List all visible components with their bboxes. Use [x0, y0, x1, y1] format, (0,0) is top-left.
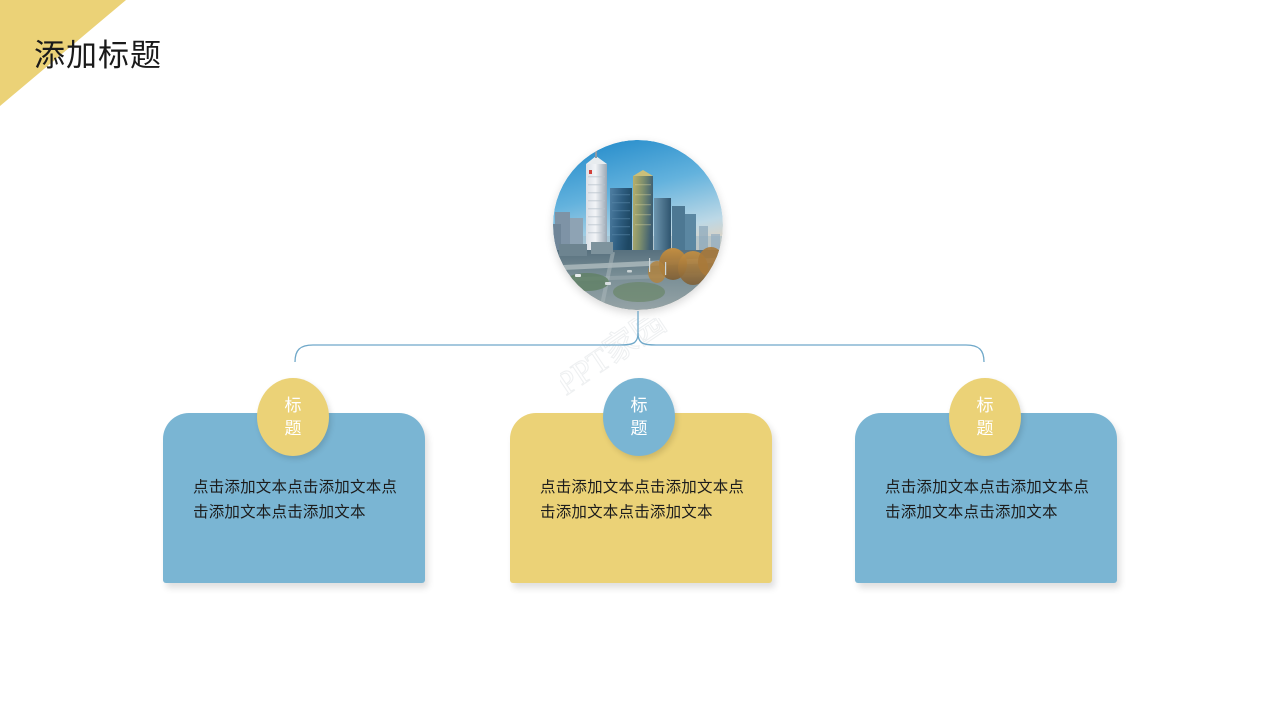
card-body-text-1: 点击添加文本点击添加文本点击添加文本点击添加文本	[193, 479, 398, 521]
hero-image	[553, 140, 723, 310]
card-body-text-2: 点击添加文本点击添加文本点击添加文本点击添加文本	[540, 479, 745, 521]
card-badge-1[interactable]: 标题	[257, 378, 329, 456]
city-skyline-icon	[553, 140, 723, 310]
card-badge-label-3: 标题	[976, 396, 994, 438]
card-badge-2[interactable]: 标题	[603, 378, 675, 456]
card-badge-label-1: 标题	[284, 396, 302, 438]
card-body-text-3: 点击添加文本点击添加文本点击添加文本点击添加文本	[885, 479, 1090, 521]
page-title: 添加标题	[34, 38, 162, 73]
card-badge-label-2: 标题	[630, 396, 648, 438]
card-badge-3[interactable]: 标题	[949, 378, 1021, 456]
